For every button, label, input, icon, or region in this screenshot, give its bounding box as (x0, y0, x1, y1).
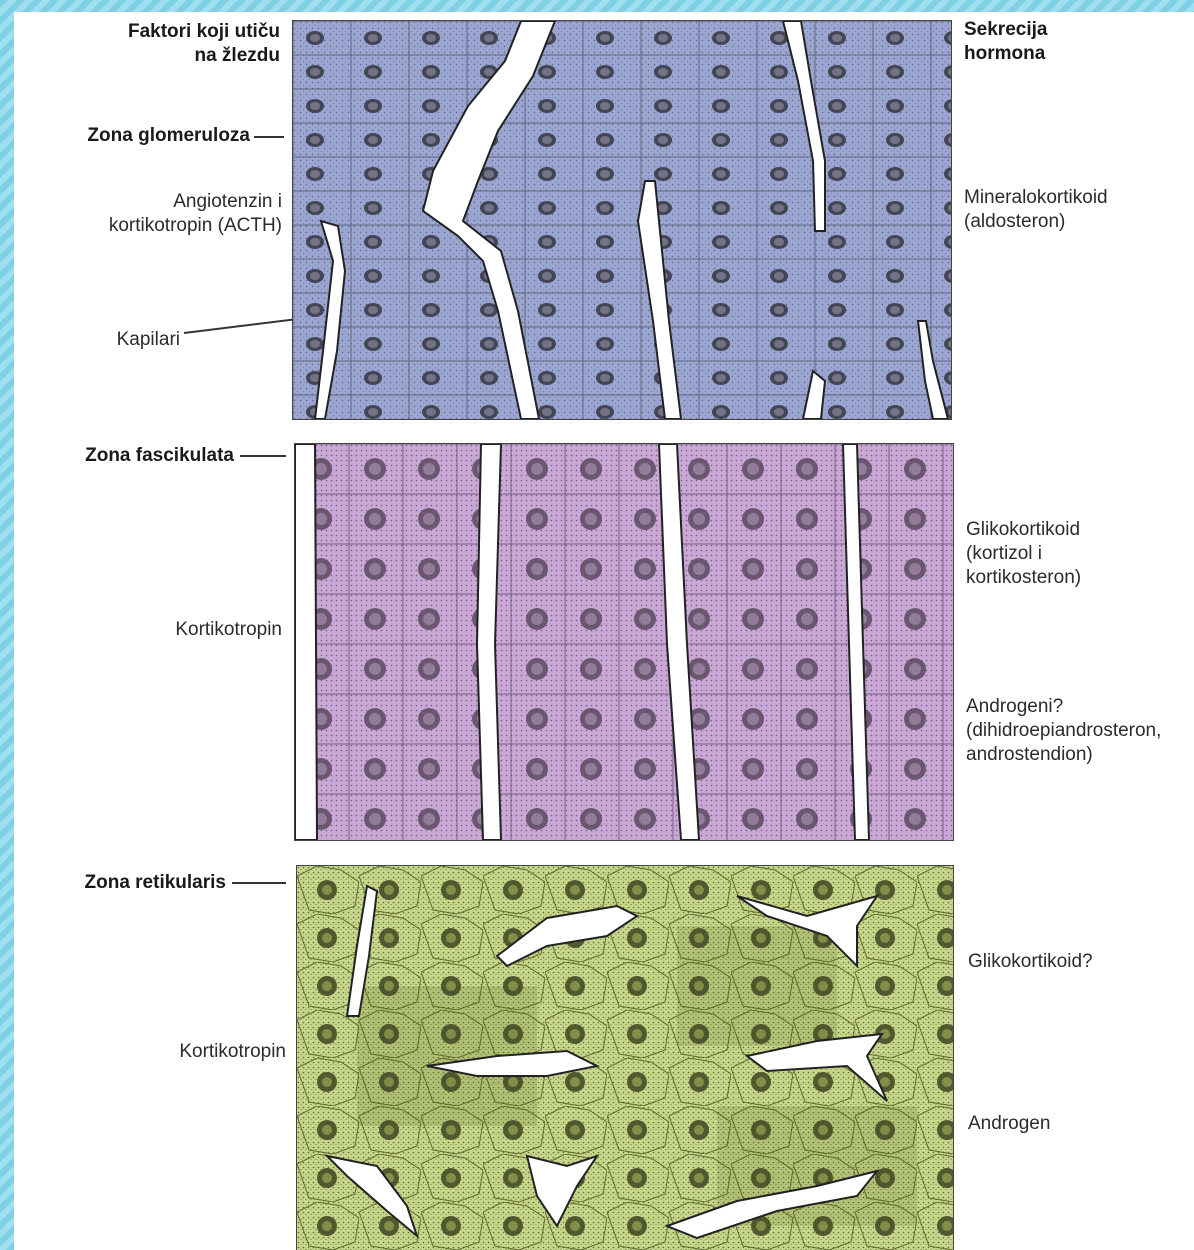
zone-glomeruloza-label: Zona glomeruloza (34, 124, 250, 148)
zone-glomeruloza-leader (254, 136, 284, 138)
header-secretion: Sekrecija hormona (964, 18, 1184, 66)
retikularis-tissue (297, 866, 953, 1250)
zona-retikularis-panel (296, 865, 954, 1250)
retikularis-hormone-2: Androgen (968, 1112, 1188, 1136)
zona-fascikulata-panel (294, 443, 954, 841)
diagram-sheet: Faktori koji utiču na žlezdu Sekrecija h… (14, 12, 1194, 1250)
zone-retikularis-label: Zona retikularis (34, 871, 226, 895)
retikularis-hormone-1: Glikokortikoid? (968, 950, 1188, 974)
fascikulata-hormone-2: Androgeni? (dihidroepiandrosteron, andro… (966, 695, 1194, 767)
zone-retikularis-leader (232, 882, 286, 884)
zone-fascikulata-leader (240, 455, 286, 457)
fascikulata-tissue (295, 444, 953, 840)
fascikulata-factor: Kortikotropin (54, 618, 282, 642)
glomeruloza-factor: Angiotenzin i kortikotropin (ACTH) (44, 190, 282, 238)
glomeruloza-hormone: Mineralokortikoid (aldosteron) (964, 186, 1184, 234)
fascikulata-hormone-1: Glikokortikoid (kortizol i kortikosteron… (966, 518, 1186, 590)
zona-glomeruloza-panel (292, 20, 952, 420)
capillary-label: Kapilari (54, 328, 180, 352)
zone-fascikulata-label: Zona fascikulata (34, 444, 234, 468)
header-factors: Faktori koji utiču na žlezdu (54, 20, 280, 68)
retikularis-factor: Kortikotropin (54, 1040, 286, 1064)
glomeruloza-tissue (293, 21, 951, 419)
